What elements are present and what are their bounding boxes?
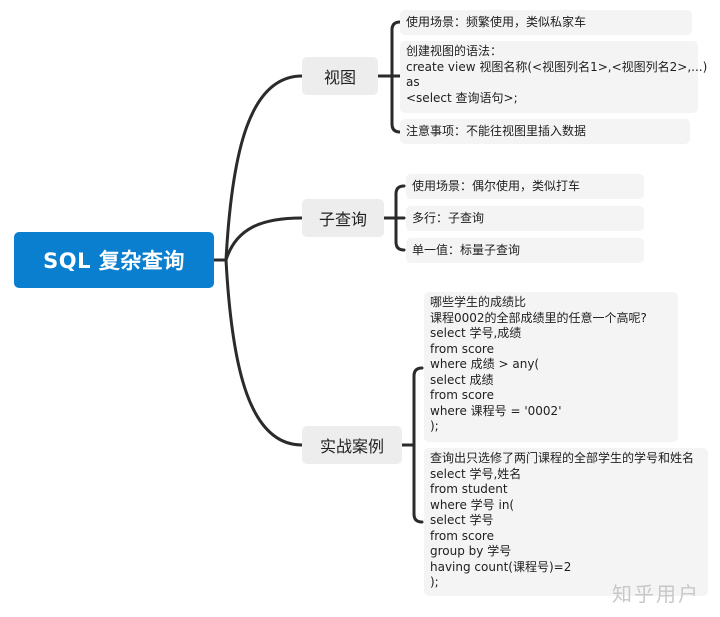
leaf-view-syntax[interactable]: 创建视图的语法： create view 视图名称(<视图列名1>,<视图列名2… [400, 41, 707, 113]
leaf-subquery-scalar[interactable]: 单一值：标量子查询 [406, 238, 644, 263]
root-node[interactable]: SQL 复杂查询 [14, 232, 214, 288]
topic-view[interactable]: 视图 [302, 57, 378, 95]
leaf-view-usage[interactable]: 使用场景：频繁使用，类似私家车 [400, 10, 692, 35]
leaf-subquery-multirow[interactable]: 多行：子查询 [406, 206, 644, 231]
watermark: 知乎用户 [612, 582, 700, 606]
topic-case-study[interactable]: 实战案例 [302, 426, 402, 464]
leaf-case-in[interactable]: 查询出只选修了两门课程的全部学生的学号和姓名 select 学号,姓名 from… [424, 448, 708, 596]
leaf-view-note[interactable]: 注意事项：不能往视图里插入数据 [400, 119, 690, 144]
leaf-subquery-usage[interactable]: 使用场景：偶尔使用，类似打车 [406, 174, 644, 199]
topic-subquery[interactable]: 子查询 [302, 199, 384, 237]
leaf-case-any[interactable]: 哪些学生的成绩比 课程0002的全部成绩里的任意一个高呢? select 学号,… [424, 292, 678, 442]
